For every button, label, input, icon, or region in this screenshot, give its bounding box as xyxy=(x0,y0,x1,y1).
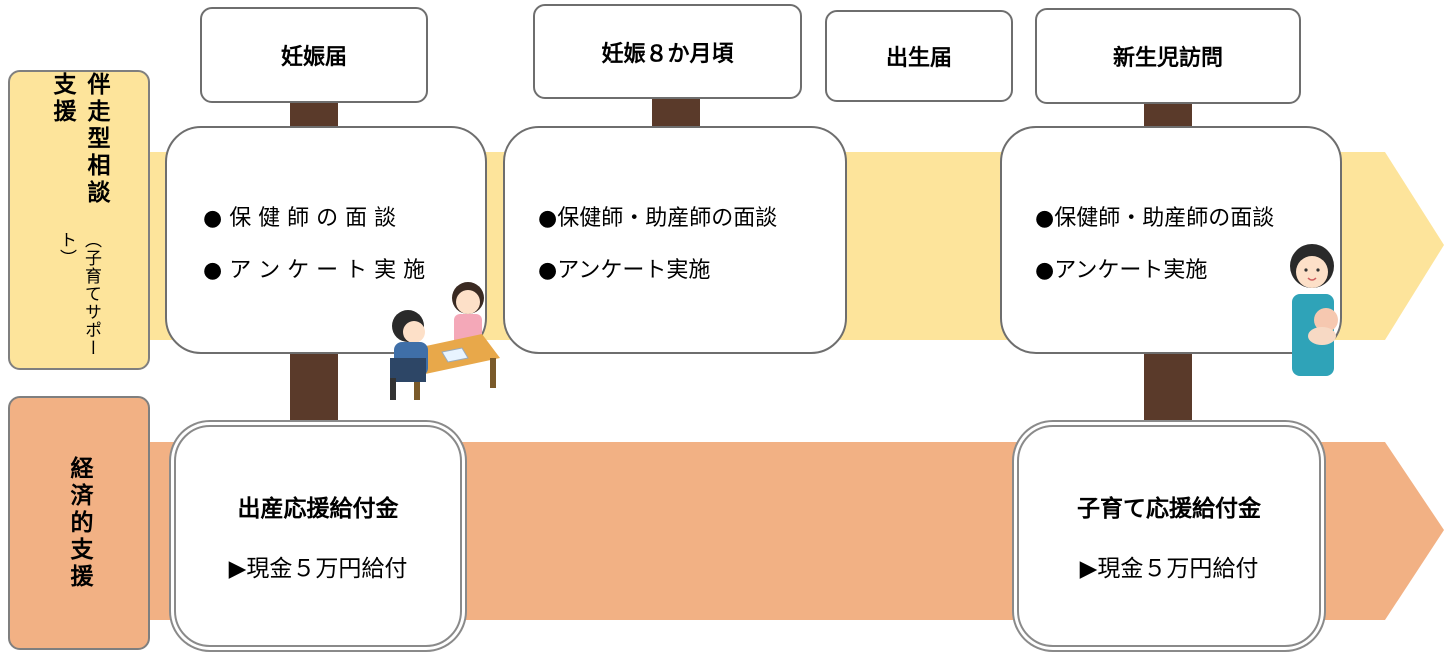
card-newborn-consult: ●保健師・助産師の面談 ●アンケート実施 xyxy=(1000,126,1342,354)
childcare-benefit-title: 子育て応援給付金 xyxy=(1077,496,1261,522)
card-birth-benefit: 出産応援給付金 ▶現金５万円給付 xyxy=(174,425,462,647)
consult-support-label: 伴走型相談支援 （子育てサポート） xyxy=(8,70,150,370)
childcare-benefit-detail: ▶現金５万円給付 xyxy=(1079,556,1259,582)
card-eight-months-consult: ●保健師・助産師の面談 ●アンケート実施 xyxy=(503,126,847,354)
stem-newborn-top xyxy=(1144,102,1192,128)
stage-newborn-visit: 新生児訪問 xyxy=(1035,8,1301,104)
stage-eight-months-label: 妊娠８か月頃 xyxy=(601,41,734,67)
birth-benefit-detail: ▶現金５万円給付 xyxy=(228,556,408,582)
stem-pregnancy-bottom xyxy=(290,352,338,426)
birth-benefit-title: 出産応援給付金 xyxy=(237,496,399,522)
card-pregnancy-line1: ● 保 健 師 の 面 談 xyxy=(203,206,397,231)
stage-newborn-visit-label: 新生児訪問 xyxy=(1112,46,1223,71)
card-pregnancy-line2: ● ア ン ケ ー ト 実 施 xyxy=(203,258,426,283)
consult-support-title: 伴走型相談支援 xyxy=(49,72,109,207)
card-pregnancy-consult: ● 保 健 師 の 面 談 ● ア ン ケ ー ト 実 施 xyxy=(165,126,487,354)
stage-birth-notice: 出生届 xyxy=(825,10,1013,102)
economic-support-title: 経済的支援 xyxy=(66,455,92,591)
stem-eight-months-top xyxy=(652,98,700,128)
consult-support-sublabel: （子育てサポート） xyxy=(56,231,101,358)
stem-pregnancy-top xyxy=(290,102,338,128)
nurse-with-baby-illustration xyxy=(1290,244,1338,376)
consultation-illustration xyxy=(390,282,500,400)
stem-newborn-bottom xyxy=(1144,352,1192,426)
card-newborn-line2: ●アンケート実施 xyxy=(1035,258,1208,283)
stage-pregnancy-notice-label: 妊娠届 xyxy=(280,45,347,70)
card-eight-months-line2: ●アンケート実施 xyxy=(538,258,711,283)
card-newborn-line1: ●保健師・助産師の面談 xyxy=(1035,206,1275,231)
stage-pregnancy-notice: 妊娠届 xyxy=(200,7,428,103)
card-eight-months-line1: ●保健師・助産師の面談 xyxy=(538,206,778,231)
card-childcare-benefit: 子育て応援給付金 ▶現金５万円給付 xyxy=(1017,425,1321,647)
stage-birth-notice-label: 出生届 xyxy=(885,46,952,71)
economic-support-label: 経済的支援 xyxy=(8,396,150,650)
stage-eight-months: 妊娠８か月頃 xyxy=(533,4,802,99)
